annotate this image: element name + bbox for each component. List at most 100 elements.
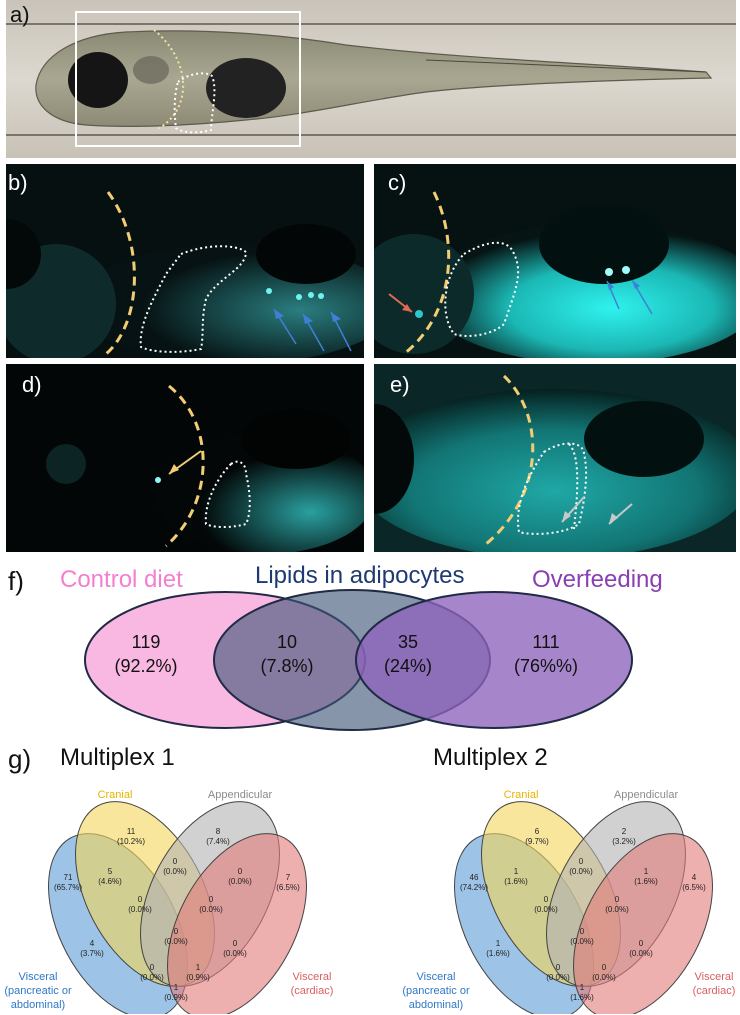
svg-text:(1.6%): (1.6%)	[504, 877, 528, 886]
panel-a-label: a)	[10, 2, 30, 27]
svg-text:(1.6%): (1.6%)	[570, 993, 594, 1002]
panel-d-image	[6, 364, 376, 554]
r-app-only: 2	[622, 827, 627, 836]
svg-text:(3.2%): (3.2%)	[612, 837, 636, 846]
svg-text:(1.6%): (1.6%)	[486, 949, 510, 958]
panel-f: f) Control diet Lipids in adipocytes Ove…	[0, 560, 740, 740]
r-vc-only: 4	[692, 873, 697, 882]
label-visceral-c-2: (cardiac)	[693, 985, 736, 997]
panel-d: d)	[6, 364, 376, 554]
svg-text:(0.0%): (0.0%)	[546, 973, 570, 982]
panel-c: c)	[354, 164, 740, 364]
svg-text:(0.0%): (0.0%)	[128, 905, 152, 914]
venn-right-count: 111	[532, 632, 559, 652]
svg-text:(0.0%): (0.0%)	[228, 877, 252, 886]
panel-b: b)	[0, 164, 396, 364]
r-cranial-app-vc: 0	[615, 895, 620, 904]
panel-a: a)	[6, 0, 736, 158]
venn-left-pct: (92.2%)	[114, 656, 177, 676]
multiplex-2-title: Multiplex 2	[433, 744, 548, 771]
region-values: 6(9.7%) 2(3.2%) 46(74.2%) 4(6.5%) 1(1.6%…	[460, 827, 706, 1002]
svg-text:(0.0%): (0.0%)	[570, 937, 594, 946]
venn4-sets	[48, 801, 307, 1014]
label-cranial: Cranial	[98, 789, 133, 801]
svg-text:(10.2%): (10.2%)	[117, 837, 145, 846]
svg-text:(4.6%): (4.6%)	[98, 877, 122, 886]
r-app-vc: 0	[238, 867, 243, 876]
venn-left-mid-pct: (7.8%)	[260, 656, 313, 676]
r-vpa-vc: 1	[174, 983, 179, 992]
r-vpa-only: 46	[470, 873, 479, 882]
panel-c-label: c)	[388, 170, 407, 195]
r-app-only: 8	[216, 827, 221, 836]
venn4-multiplex-2: Cranial Appendicular Visceral (pancreati…	[402, 789, 736, 1014]
svg-text:(0.0%): (0.0%)	[534, 905, 558, 914]
panel-e: e)	[334, 364, 740, 559]
r-vpa-app: 4	[90, 939, 95, 948]
svg-text:(0.0%): (0.0%)	[592, 973, 616, 982]
r-vpa-vc: 1	[580, 983, 585, 992]
r-vpa-cranial-app: 0	[544, 895, 549, 904]
svg-text:(0.0%): (0.0%)	[163, 867, 187, 876]
r-center: 0	[580, 927, 585, 936]
set-visceral-c	[167, 833, 307, 1014]
venn4-sets	[454, 801, 713, 1014]
svg-text:(0.0%): (0.0%)	[605, 905, 629, 914]
venn-left-mid-count: 10	[277, 632, 297, 652]
svg-text:(9.7%): (9.7%)	[525, 837, 549, 846]
r-cranial-vc: 0	[233, 939, 238, 948]
label-visceral-c-1: Visceral	[293, 971, 332, 983]
svg-text:(1.6%): (1.6%)	[634, 877, 658, 886]
r-cranial-only: 6	[535, 827, 540, 836]
venn-left-count: 119	[132, 632, 161, 652]
venn-left-title: Control diet	[60, 566, 183, 593]
svg-text:(0.0%): (0.0%)	[569, 867, 593, 876]
label-visceral-c-2: (cardiac)	[291, 985, 334, 997]
svg-text:(6.5%): (6.5%)	[682, 883, 706, 892]
panel-c-image	[354, 164, 740, 364]
r-app-vc: 1	[644, 867, 649, 876]
svg-text:(0.0%): (0.0%)	[199, 905, 223, 914]
r-vpa-cranial: 5	[108, 867, 113, 876]
region-values: 11(10.2%) 8(7.4%) 71(65.7%) 7(6.5%) 5(4.…	[54, 827, 300, 1002]
label-appendicular: Appendicular	[614, 789, 679, 801]
panel-e-image	[334, 364, 740, 559]
venn-right-set	[355, 591, 633, 729]
svg-text:(0.0%): (0.0%)	[223, 949, 247, 958]
svg-text:(0.0%): (0.0%)	[164, 937, 188, 946]
svg-text:(0.0%): (0.0%)	[140, 973, 164, 982]
r-vpa-cranial-vc: 0	[602, 963, 607, 972]
venn-right-pct: (76%%)	[514, 656, 578, 676]
label-visceral-pa-2: (pancreatic or	[4, 985, 72, 997]
venn-right-mid-count: 35	[398, 632, 418, 652]
r-vpa-app-vc: 0	[150, 963, 155, 972]
panel-e-label: e)	[390, 372, 410, 397]
venn-middle-title: Lipids in adipocytes	[255, 562, 465, 589]
label-visceral-pa-3: abdominal)	[409, 999, 463, 1011]
r-vpa-cranial-app: 0	[138, 895, 143, 904]
r-vc-only: 7	[286, 873, 291, 882]
svg-text:(6.5%): (6.5%)	[276, 883, 300, 892]
r-cranial-vc: 0	[639, 939, 644, 948]
panel-g: g) Multiplex 1 Multiplex 2 Cranial Appen…	[0, 742, 740, 1015]
r-center: 0	[174, 927, 179, 936]
panel-a-image	[6, 0, 736, 158]
label-appendicular: Appendicular	[208, 789, 273, 801]
panel-d-label: d)	[22, 372, 42, 397]
multiplex-1-title: Multiplex 1	[60, 744, 175, 771]
panel-g-label: g)	[8, 744, 32, 774]
panel-b-image	[0, 164, 396, 364]
set-visceral-c	[573, 833, 713, 1014]
r-vpa-only: 71	[64, 873, 73, 882]
label-visceral-pa-1: Visceral	[19, 971, 58, 983]
r-cranial-app: 0	[579, 857, 584, 866]
r-cranial-only: 11	[127, 827, 136, 836]
panel-b-label: b)	[8, 170, 28, 195]
label-visceral-pa-1: Visceral	[417, 971, 456, 983]
r-vpa-app: 1	[496, 939, 501, 948]
r-vpa-cranial: 1	[514, 867, 519, 876]
svg-text:(74.2%): (74.2%)	[460, 883, 488, 892]
venn4-multiplex-1: Cranial Appendicular Visceral (pancreati…	[4, 789, 334, 1014]
venn3-diagram: 119 (92.2%) 10 (7.8%) 35 (24%) 111 (76%%…	[84, 589, 633, 731]
svg-text:(0.9%): (0.9%)	[164, 993, 188, 1002]
